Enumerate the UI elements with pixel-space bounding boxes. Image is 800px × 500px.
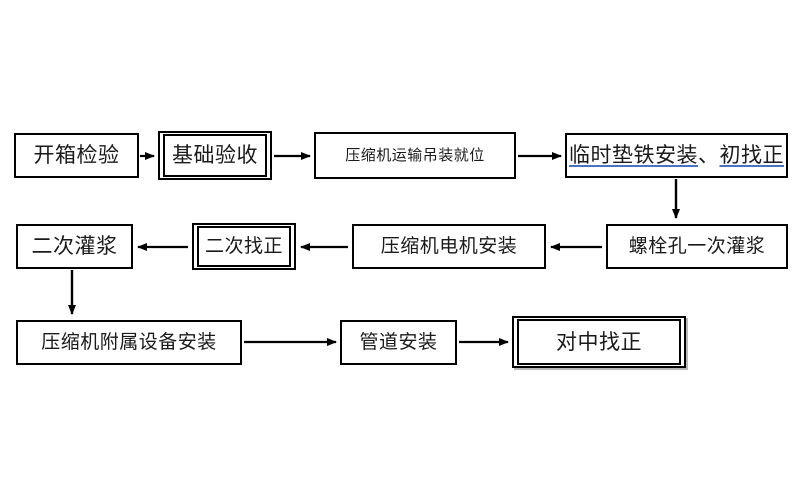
node-inner-frame: 基础验收: [163, 134, 267, 177]
node-label: 螺栓孔一次灌浆: [628, 236, 766, 257]
node-label: 开箱检验: [33, 144, 120, 167]
node-secondary-grouting[interactable]: 二次灌浆: [16, 224, 133, 269]
node-label-part-2: 初找正: [719, 144, 784, 167]
node-unpacking-inspection[interactable]: 开箱检验: [14, 133, 139, 178]
node-inner-frame: 对中找正: [517, 319, 681, 365]
node-bolt-hole-primary-grouting[interactable]: 螺栓孔一次灌浆: [606, 224, 788, 269]
node-label: 压缩机附属设备安装: [41, 332, 217, 353]
node-label-separator: 、: [698, 144, 720, 167]
node-piping-installation[interactable]: 管道安装: [340, 320, 457, 365]
node-inner-frame: 二次找正: [197, 226, 291, 267]
node-label: 基础验收: [172, 144, 258, 167]
node-label: 二次灌浆: [31, 235, 118, 258]
node-compressor-transport-hoisting[interactable]: 压缩机运输吊装就位: [314, 132, 516, 179]
node-label: 二次找正: [204, 236, 283, 257]
node-centering-alignment[interactable]: 对中找正: [512, 316, 686, 368]
node-label: 压缩机运输吊装就位: [345, 147, 485, 164]
node-secondary-alignment[interactable]: 二次找正: [192, 223, 296, 270]
node-compressor-motor-installation[interactable]: 压缩机电机安装: [352, 224, 546, 269]
node-label: 对中找正: [556, 330, 642, 354]
node-label: 管道安装: [359, 332, 438, 353]
node-label: 压缩机电机安装: [380, 236, 518, 257]
node-foundation-acceptance[interactable]: 基础验收: [158, 131, 272, 180]
node-compressor-auxiliary-equipment-installation[interactable]: 压缩机附属设备安装: [16, 320, 242, 365]
node-label: 临时垫铁安装、初找正: [569, 145, 784, 166]
node-label-part-1: 临时垫铁安装: [569, 144, 698, 167]
node-temp-shim-install-initial-alignment[interactable]: 临时垫铁安装、初找正: [565, 133, 788, 178]
